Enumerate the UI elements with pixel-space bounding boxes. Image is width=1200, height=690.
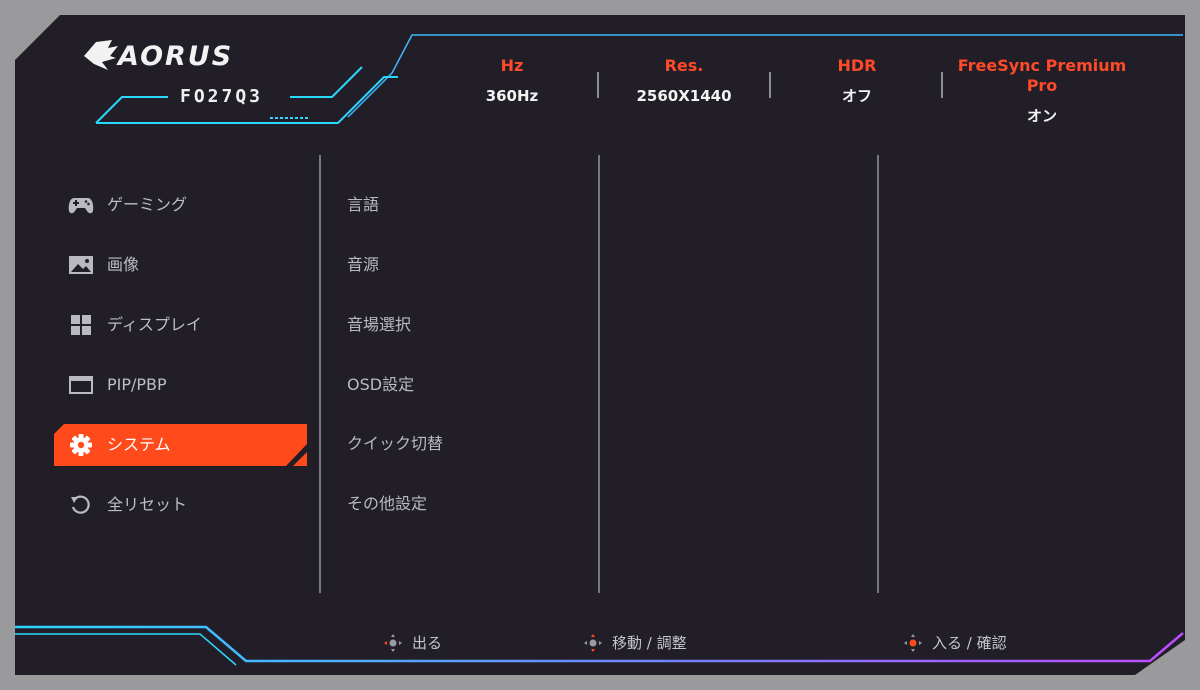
gamepad-icon <box>68 198 94 214</box>
image-icon <box>69 256 93 274</box>
status-divider <box>769 72 771 98</box>
gear-icon <box>70 434 92 456</box>
status-value: オフ <box>841 87 872 105</box>
sidebar-item-label: 全リセット <box>107 495 188 514</box>
sidebar-item-display[interactable]: ディスプレイ <box>54 304 307 346</box>
status-divider <box>597 72 599 98</box>
submenu-item-quick-switch[interactable]: クイック切替 <box>347 434 444 453</box>
column-divider <box>319 155 321 593</box>
status-resolution: Res. 2560X1440 <box>614 56 754 106</box>
status-label: Res. <box>664 56 704 75</box>
brand-logo-text: AORUS <box>118 41 234 72</box>
status-label: Hz <box>500 56 524 75</box>
status-value: 360Hz <box>485 87 539 105</box>
sidebar-item-picture[interactable]: 画像 <box>54 244 307 286</box>
status-divider <box>941 72 943 98</box>
status-label: HDR <box>837 56 877 75</box>
footer-hint-text: 入る / 確認 <box>932 634 1007 652</box>
submenu-item-language[interactable]: 言語 <box>347 195 380 214</box>
reset-icon <box>71 495 90 514</box>
sidebar-item-label: ディスプレイ <box>107 315 202 334</box>
sidebar-item-system[interactable]: システム <box>54 424 307 466</box>
column-divider <box>877 155 879 593</box>
footer-hint-enter-confirm: 入る / 確認 <box>902 632 1042 654</box>
grid-icon <box>71 315 91 335</box>
status-value: オン <box>1026 107 1057 125</box>
status-label: FreeSync Premium Pro <box>957 56 1127 95</box>
status-hdr: HDR オフ <box>807 56 907 106</box>
footer-hint-text: 移動 / 調整 <box>612 634 687 652</box>
joystick-updown-icon <box>584 634 602 652</box>
sidebar-item-label: 画像 <box>107 255 140 274</box>
footer-hint-text: 出る <box>412 634 443 652</box>
column-divider <box>598 155 600 593</box>
joystick-press-icon <box>904 634 922 652</box>
sidebar-item-pip-pbp[interactable]: PIP/PBP <box>54 364 307 406</box>
sidebar-item-label: PIP/PBP <box>107 375 167 394</box>
submenu-item-sound-field[interactable]: 音場選択 <box>347 315 412 334</box>
aorus-eagle-icon <box>84 40 118 70</box>
submenu-item-osd-settings[interactable]: OSD設定 <box>347 375 415 394</box>
active-item-highlight <box>54 424 307 466</box>
submenu-item-audio-source[interactable]: 音源 <box>347 255 380 274</box>
footer-hint-exit: 出る <box>382 632 482 654</box>
footer-hint-move-adjust: 移動 / 調整 <box>582 632 722 654</box>
window-icon <box>69 376 93 394</box>
submenu-item-other-settings[interactable]: その他設定 <box>347 494 428 513</box>
sidebar-item-label: システム <box>107 435 171 454</box>
sidebar-item-gaming[interactable]: ゲーミング <box>54 184 307 226</box>
sidebar-item-reset-all[interactable]: 全リセット <box>54 484 307 526</box>
status-freesync: FreeSync Premium Pro オン <box>942 56 1142 126</box>
status-refresh-rate: Hz 360Hz <box>462 56 562 106</box>
model-name: FO27Q3 <box>180 86 264 107</box>
status-value: 2560X1440 <box>636 87 732 105</box>
sidebar-item-label: ゲーミング <box>107 195 188 214</box>
joystick-left-icon <box>384 634 402 652</box>
